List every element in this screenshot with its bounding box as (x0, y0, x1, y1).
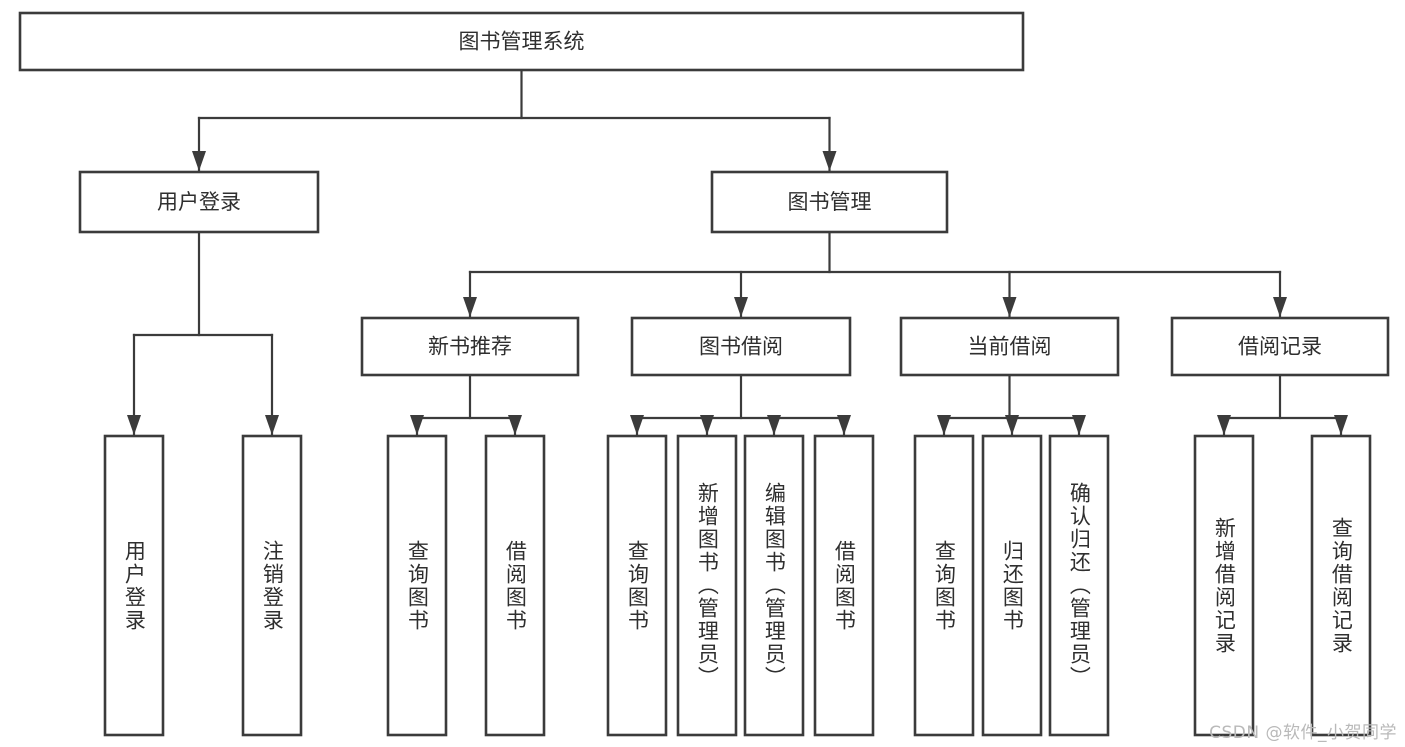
node-leaf-1[interactable] (241, 434, 303, 737)
node-leaf-8[interactable] (913, 434, 975, 737)
node-leaf-5[interactable] (676, 434, 738, 737)
node-leaf-11[interactable] (1193, 434, 1255, 737)
node-level2-1[interactable] (630, 316, 852, 377)
node-leaf-2[interactable] (386, 434, 448, 737)
node-leaf-12[interactable] (1310, 434, 1372, 737)
node-level1-1[interactable] (710, 170, 949, 234)
node-leaf-7[interactable] (813, 434, 875, 737)
node-label: 用户登录 (157, 190, 241, 214)
watermark-text: CSDN @软件_小贺同学 (1209, 723, 1397, 743)
node-label: 新书推荐 (428, 335, 512, 359)
node-label: 图书管理系统 (459, 30, 585, 54)
node-leaf-3[interactable] (484, 434, 546, 737)
connectors-layer (127, 68, 1348, 436)
node-level2-3[interactable] (1170, 316, 1390, 377)
boxes-layer (18, 11, 1390, 737)
node-leaf-0[interactable] (103, 434, 165, 737)
node-label: 图书管理 (788, 190, 872, 214)
node-level1-0[interactable] (78, 170, 320, 234)
node-label: 借阅记录 (1238, 335, 1322, 359)
node-leaf-6[interactable] (743, 434, 805, 737)
node-level2-0[interactable] (360, 316, 580, 377)
node-leaf-9[interactable] (981, 434, 1043, 737)
node-label: 当前借阅 (968, 335, 1052, 359)
node-label: 图书借阅 (699, 335, 783, 359)
node-leaf-4[interactable] (606, 434, 668, 737)
node-level2-2[interactable] (899, 316, 1120, 377)
node-leaf-10[interactable] (1048, 434, 1110, 737)
node-root[interactable] (18, 11, 1025, 72)
